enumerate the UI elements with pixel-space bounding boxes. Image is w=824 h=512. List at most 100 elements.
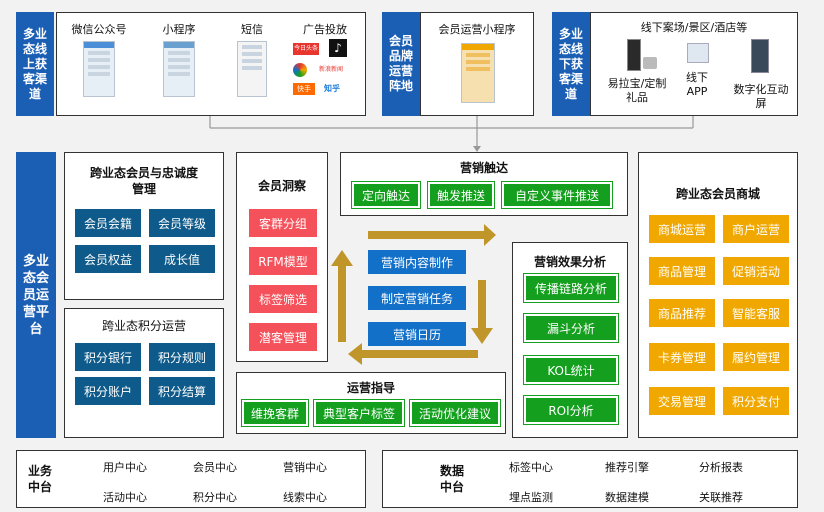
business-mid-item[interactable]: 用户中心 xyxy=(103,461,147,474)
data-mid-item[interactable]: 标签中心 xyxy=(509,461,553,474)
member-mini-program-label: 会员运营小程序 xyxy=(438,23,516,36)
offline-item-app[interactable]: 线下APP xyxy=(677,39,717,115)
loyalty-item[interactable]: 会员等级 xyxy=(149,209,215,237)
center-item[interactable]: 营销日历 xyxy=(368,322,466,346)
business-mid-item[interactable]: 会员中心 xyxy=(193,461,237,474)
rollup-banner-icon xyxy=(627,39,641,71)
center-item[interactable]: 营销内容制作 xyxy=(368,250,466,274)
insight-item[interactable]: 标签筛选 xyxy=(249,285,317,313)
mall-item[interactable]: 商品推荐 xyxy=(649,299,715,327)
offline-item-rollup[interactable]: 易拉宝/定制礼品 xyxy=(607,39,667,115)
offline-item-kiosk[interactable]: 数字化互动屏 xyxy=(733,39,789,115)
guidance-item-wrap: 维挽客群 xyxy=(241,399,309,427)
guidance-title: 运营指导 xyxy=(346,381,395,395)
channel-wechat[interactable]: 微信公众号 xyxy=(63,21,135,113)
mini-program-phone-icon[interactable] xyxy=(461,43,495,103)
data-mid-item[interactable]: 埋点监测 xyxy=(509,491,553,504)
effect-panel: 营销效果分析 传播链路分析 漏斗分析 KOL统计 ROI分析 xyxy=(512,242,628,438)
points-item[interactable]: 积分账户 xyxy=(75,377,141,405)
touch-item[interactable]: 定向触达 xyxy=(354,184,418,206)
data-mid-item[interactable]: 关联推荐 xyxy=(699,491,743,504)
effect-item-wrap: 传播链路分析 xyxy=(523,273,619,303)
loyalty-item[interactable]: 成长值 xyxy=(149,245,215,273)
touch-title: 营销触达 xyxy=(459,161,508,175)
points-panel: 跨业态积分运营 积分银行 积分规则 积分账户 积分结算 xyxy=(64,308,224,438)
marketing-cycle-arrows xyxy=(331,224,496,365)
business-mid-item[interactable]: 活动中心 xyxy=(103,491,147,504)
mall-item[interactable]: 商品管理 xyxy=(649,257,715,285)
gift-icon xyxy=(643,57,657,69)
points-item[interactable]: 积分规则 xyxy=(149,343,215,371)
channel-label: 微信公众号 xyxy=(71,23,127,36)
guidance-panel: 运营指导 维挽客群 典型客户标签 活动优化建议 xyxy=(236,372,506,434)
insight-item[interactable]: 客群分组 xyxy=(249,209,317,237)
mall-item[interactable]: 促销活动 xyxy=(723,257,789,285)
effect-item[interactable]: KOL统计 xyxy=(526,358,616,382)
business-mid-item[interactable]: 线索中心 xyxy=(283,491,327,504)
effect-item[interactable]: ROI分析 xyxy=(526,398,616,422)
mall-item[interactable]: 积分支付 xyxy=(723,387,789,415)
guidance-item[interactable]: 维挽客群 xyxy=(244,402,306,424)
offline-header: 线下案场/景区/酒店等 xyxy=(640,21,748,34)
touch-item-wrap: 定向触达 xyxy=(351,181,421,209)
effect-item[interactable]: 漏斗分析 xyxy=(526,316,616,340)
channel-ads[interactable]: 广告投放 今日头条 ♪ 新浪新闻 快手 知乎 xyxy=(289,21,361,113)
effect-item[interactable]: 传播链路分析 xyxy=(526,276,616,300)
online-channel-label: 多业态线上获客渠道 xyxy=(16,12,54,116)
insight-item[interactable]: RFM模型 xyxy=(249,247,317,275)
brand-matrix-panel: 会员运营小程序 xyxy=(420,12,534,116)
loyalty-item[interactable]: 会员权益 xyxy=(75,245,141,273)
business-mid-item[interactable]: 积分中心 xyxy=(193,491,237,504)
kuaishou-logo-icon: 快手 xyxy=(293,83,315,95)
touch-item-wrap: 触发推送 xyxy=(427,181,495,209)
loyalty-item[interactable]: 会员会籍 xyxy=(75,209,141,237)
insight-panel: 会员洞察 客群分组 RFM模型 标签筛选 潜客管理 xyxy=(236,152,328,362)
business-mid-label: 业务中台 xyxy=(27,464,52,494)
mall-item[interactable]: 智能客服 xyxy=(723,299,789,327)
loyalty-panel: 跨业态会员与忠诚度管理 会员会籍 会员等级 会员权益 成长值 xyxy=(64,152,224,300)
business-mid-item[interactable]: 营销中心 xyxy=(283,461,327,474)
offline-channel-label: 多业态线下获客渠道 xyxy=(552,12,590,116)
touch-item[interactable]: 触发推送 xyxy=(430,184,492,206)
points-title: 跨业态积分运营 xyxy=(101,319,186,333)
channel-label: 短信 xyxy=(241,23,263,36)
guidance-item[interactable]: 典型客户标签 xyxy=(316,402,402,424)
online-channels-panel: 微信公众号 小程序 短信 广告投放 今日头条 ♪ 新浪新闻 快手 知乎 xyxy=(56,12,366,116)
center-item[interactable]: 制定营销任务 xyxy=(368,286,466,310)
mall-panel: 跨业态会员商城 商城运营 商户运营 商品管理 促销活动 商品推荐 智能客服 卡券… xyxy=(638,152,798,438)
platform-label: 多业态会员运营平台 xyxy=(16,152,56,438)
mall-item[interactable]: 交易管理 xyxy=(649,387,715,415)
offline-channel-panel: 线下案场/景区/酒店等 易拉宝/定制礼品 线下APP 数字化互动屏 xyxy=(590,12,798,116)
points-item[interactable]: 积分结算 xyxy=(149,377,215,405)
business-mid-panel: 业务中台 用户中心 会员中心 营销中心 活动中心 积分中心 线索中心 xyxy=(16,450,366,508)
guidance-item[interactable]: 活动优化建议 xyxy=(412,402,498,424)
offline-item-label: 易拉宝/定制礼品 xyxy=(607,77,667,104)
mall-item[interactable]: 卡券管理 xyxy=(649,343,715,371)
mall-item[interactable]: 履约管理 xyxy=(723,343,789,371)
touch-item[interactable]: 自定义事件推送 xyxy=(504,184,610,206)
effect-item-wrap: KOL统计 xyxy=(523,355,619,385)
insight-title: 会员洞察 xyxy=(257,179,306,193)
toutiao-logo-icon: 今日头条 xyxy=(293,43,319,55)
mall-title: 跨业态会员商城 xyxy=(675,187,760,201)
effect-item-wrap: ROI分析 xyxy=(523,395,619,425)
offline-item-label: 线下APP xyxy=(686,71,708,98)
channel-mini-program[interactable]: 小程序 xyxy=(149,21,209,113)
mobile-app-icon xyxy=(687,43,709,63)
data-mid-item[interactable]: 数据建模 xyxy=(605,491,649,504)
data-mid-item[interactable]: 分析报表 xyxy=(699,461,743,474)
mall-item[interactable]: 商城运营 xyxy=(649,215,715,243)
mall-item[interactable]: 商户运营 xyxy=(723,215,789,243)
data-mid-item[interactable]: 推荐引擎 xyxy=(605,461,649,474)
channel-label: 广告投放 xyxy=(303,23,347,36)
wechat-screenshot-icon xyxy=(83,41,115,97)
channel-sms[interactable]: 短信 xyxy=(227,21,277,113)
channel-label: 小程序 xyxy=(162,23,196,36)
insight-item[interactable]: 潜客管理 xyxy=(249,323,317,351)
effect-title: 营销效果分析 xyxy=(533,255,606,269)
guidance-item-wrap: 典型客户标签 xyxy=(313,399,405,427)
sina-news-logo-icon: 新浪新闻 xyxy=(319,66,344,73)
points-item[interactable]: 积分银行 xyxy=(75,343,141,371)
guidance-item-wrap: 活动优化建议 xyxy=(409,399,501,427)
brand-matrix-label: 会员品牌运营阵地 xyxy=(382,12,420,116)
